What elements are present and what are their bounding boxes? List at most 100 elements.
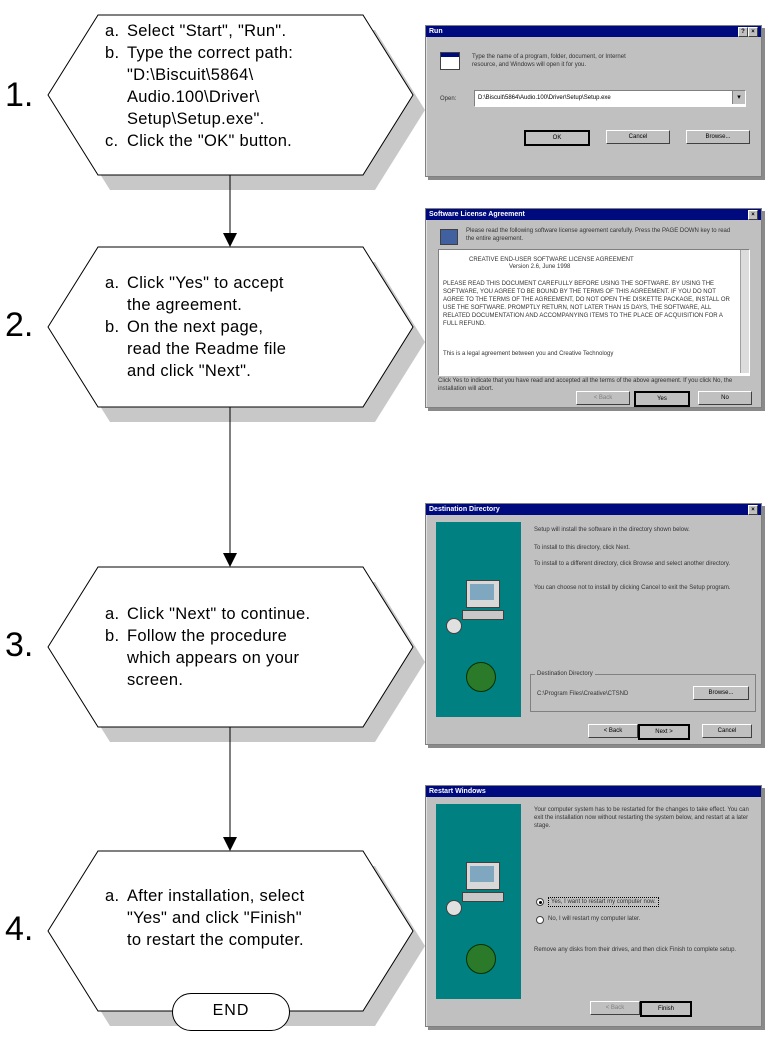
step-1-line: "D:\Biscuit\5864\ [127, 66, 254, 84]
license-intro: Please read the following software licen… [466, 228, 731, 242]
run-message-line-2: resource, and Windows will open it for y… [472, 62, 587, 68]
destination-next-button[interactable]: Next > [638, 724, 690, 740]
license-text-box[interactable]: CREATIVE END-USER SOFTWARE LICENSE AGREE… [438, 249, 750, 376]
restart-no-label[interactable]: No, I will restart my computer later. [548, 916, 641, 922]
globe-icon [466, 662, 496, 692]
arrowhead-3-4 [223, 837, 237, 851]
close-icon[interactable]: × [748, 27, 758, 37]
step-1-line: Setup\Setup.exe". [127, 110, 265, 128]
step-3-line: Click "Next" to continue. [127, 605, 311, 623]
scrollbar[interactable] [740, 250, 749, 373]
step-3-mark [105, 669, 127, 691]
setup-wizard-art [436, 522, 521, 717]
restart-finish-button[interactable]: Finish [640, 1001, 692, 1017]
step-2-line: On the next page, [127, 318, 264, 336]
step-3-number: 3. [5, 626, 34, 664]
step-2-mark [105, 360, 127, 382]
license-title: Software License Agreement [429, 211, 525, 218]
step-4-text: a.After installation, select "Yes" and c… [105, 885, 304, 951]
restart-p1: Your computer system has to be restarted… [534, 807, 749, 829]
license-icon [440, 229, 458, 245]
step-1-mark-b: b. [105, 44, 120, 62]
destination-browse-button[interactable]: Browse... [693, 686, 749, 700]
destination-dialog: Destination Directory × Setup will insta… [425, 503, 762, 745]
restart-title-bar: Restart Windows [426, 786, 761, 797]
step-1-mark-c: c. [105, 132, 119, 150]
destination-cancel-button[interactable]: Cancel [702, 724, 752, 738]
end-label: END [212, 1002, 250, 1019]
run-open-input[interactable]: D:\Biscuit\5864\Audio.100\Driver\Setup\S… [474, 90, 746, 107]
step-4-mark [105, 907, 127, 929]
step-2-line: Click "Yes" to accept [127, 274, 284, 292]
destination-back-button[interactable]: < Back [588, 724, 638, 738]
run-cancel-button[interactable]: Cancel [606, 130, 670, 144]
step-3-text: a.Click "Next" to continue. b.Follow the… [105, 603, 310, 691]
close-icon[interactable]: × [748, 505, 758, 515]
license-yes-button[interactable]: Yes [634, 391, 690, 407]
license-question: Click Yes to indicate that you have read… [438, 378, 733, 392]
restart-no-radio[interactable] [536, 916, 544, 924]
step-3-mark [105, 647, 127, 669]
step-3-mark-b: b. [105, 627, 120, 645]
step-1-mark-a: a. [105, 22, 120, 40]
step-2-line: read the Readme file [127, 340, 287, 358]
cd-icon [446, 618, 462, 634]
close-icon[interactable]: × [748, 210, 758, 220]
step-1-mark [105, 108, 127, 130]
step-1-number: 1. [5, 76, 34, 114]
step-4-line: to restart the computer. [127, 931, 304, 949]
step-1-line: Type the correct path: [127, 44, 294, 62]
step-2-mark [105, 294, 127, 316]
step-3-line: which appears on your [127, 649, 300, 667]
step-1-line: Click the "OK" button. [127, 132, 293, 150]
license-heading-2: Version 2.6, June 1998 [509, 264, 571, 270]
globe-icon [466, 944, 496, 974]
run-ok-button[interactable]: OK [524, 130, 590, 146]
step-1-line: Audio.100\Driver\ [127, 88, 260, 106]
help-icon[interactable]: ? [738, 27, 748, 37]
run-dialog: Run ? × Type the name of a program, fold… [425, 25, 762, 177]
run-browse-button[interactable]: Browse... [686, 130, 750, 144]
restart-back-button[interactable]: < Back [590, 1001, 640, 1015]
run-program-icon [440, 52, 460, 70]
step-2-text: a. Click "Yes" to accept the agreement. b… [105, 272, 286, 382]
run-message-line-1: Type the name of a program, folder, docu… [472, 54, 626, 60]
destination-group-label: Destination Directory [535, 670, 595, 678]
step-3-line: Follow the procedure [127, 627, 288, 645]
destination-title-bar: Destination Directory × [426, 504, 761, 515]
destination-p4: You can choose not to install by clickin… [534, 585, 731, 591]
run-title-bar: Run ? × [426, 26, 761, 37]
step-4-hexagon [47, 850, 414, 1012]
restart-title: Restart Windows [429, 788, 486, 795]
step-1-text: a. Select "Start", "Run". b. Type the corr… [105, 20, 293, 152]
destination-dir: C:\Program Files\Creative\CTSND [537, 691, 629, 697]
step-1-hexagon [47, 14, 414, 176]
step-2-line: and click "Next". [127, 362, 252, 380]
run-open-label: Open: [440, 96, 457, 102]
step-1-line: Select "Start", "Run". [127, 22, 287, 40]
step-1-mark [105, 86, 127, 108]
restart-yes-label[interactable]: Yes, I want to restart my computer now. [548, 897, 659, 907]
arrowhead-2-3 [223, 553, 237, 567]
license-no-button[interactable]: No [698, 391, 752, 405]
chevron-down-icon[interactable]: ▾ [732, 91, 745, 104]
step-2-number: 2. [5, 306, 34, 344]
step-2-mark-a: a. [105, 274, 120, 292]
license-body: PLEASE READ THIS DOCUMENT CAREFULLY BEFO… [443, 281, 730, 327]
cd-icon [446, 900, 462, 916]
step-2-line: the agreement. [127, 296, 243, 314]
run-title: Run [429, 28, 443, 35]
restart-dialog: Restart Windows Your computer system has… [425, 785, 762, 1027]
restart-yes-radio[interactable] [536, 898, 544, 906]
destination-p3: To install to a different directory, cli… [534, 561, 731, 567]
step-4-mark-a: a. [105, 887, 120, 905]
step-1-mark [105, 64, 127, 86]
step-2-mark-b: b. [105, 318, 120, 336]
license-dialog: Software License Agreement × Please read… [425, 208, 762, 408]
license-back-button[interactable]: < Back [576, 391, 630, 405]
step-4-mark [105, 929, 127, 951]
license-legal: This is a legal agreement between you an… [443, 351, 614, 357]
setup-wizard-art [436, 804, 521, 999]
license-heading-1: CREATIVE END-USER SOFTWARE LICENSE AGREE… [469, 257, 634, 263]
